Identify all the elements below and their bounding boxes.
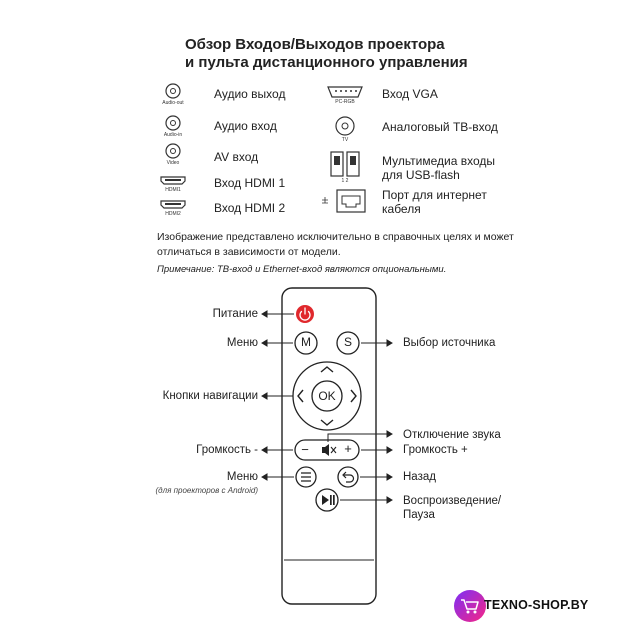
port-tiny-label: HDMI2: [165, 211, 181, 217]
port-label: Аудио вход: [214, 119, 277, 133]
ok-button: [311, 380, 343, 412]
back-button[interactable]: [337, 466, 359, 488]
hdmi-port-icon: [160, 176, 186, 185]
power-icon: [299, 310, 311, 321]
mute-icon: [322, 444, 337, 456]
menu-button-label: M: [301, 335, 311, 349]
port-label: Аналоговый ТВ-вход: [382, 120, 498, 134]
port-tiny-label: 1 2: [341, 178, 349, 184]
callout-power: Питание: [212, 308, 258, 320]
navigation-pad[interactable]: [292, 361, 362, 431]
title-line-1: Обзор Входов/Выходов проектора: [185, 36, 445, 53]
vga-port-icon: [327, 86, 363, 98]
callout-arrows: [261, 310, 393, 504]
cart-icon: [461, 599, 479, 610]
callout-play-pause: Воспроизведение/ Пауза: [403, 494, 501, 522]
tv-antenna-port-icon: [335, 116, 355, 136]
callout-source: Выбор источника: [403, 337, 496, 349]
callout-mute: Отключение звука: [403, 429, 501, 441]
source-button[interactable]: [336, 331, 360, 355]
hdmi-port-icon: [160, 200, 186, 209]
arrow-down-icon: [320, 419, 334, 426]
source-button-label: S: [343, 335, 352, 349]
back-arrow-icon: [344, 474, 355, 483]
callout-menu-android-note: (для проекторов с Android): [155, 486, 259, 495]
arrow-left-icon: [297, 389, 304, 403]
remark: Примечание: ТВ-вход и Ethernet-вход явля…: [157, 264, 447, 275]
disclaimer-line: отличаться в зависимости от модели.: [157, 246, 341, 258]
port-label: AV вход: [214, 150, 259, 164]
port-tiny-label: PC-RGB: [335, 99, 355, 105]
callout-line: Пауза: [403, 509, 435, 521]
ok-button-label: OK: [318, 389, 336, 403]
port-label: Вход HDMI 2: [214, 201, 286, 215]
disclaimer-line: Изображение представлено исключительно в…: [157, 231, 514, 243]
volume-up-button[interactable]: +: [344, 441, 352, 456]
port-label-line: Порт для интернет: [382, 188, 487, 202]
audio-jack-icon: [165, 115, 181, 131]
callout-back: Назад: [403, 471, 436, 483]
callout-navigation: Кнопки навигации: [162, 390, 258, 402]
port-label: Аудио выход: [214, 87, 286, 101]
callout-volume-down: Громкость -: [196, 444, 258, 456]
port-tiny-label: HDMI1: [165, 187, 181, 193]
play-pause-icon: [322, 495, 329, 505]
callout-volume-up: Громкость +: [403, 444, 468, 456]
brand-logo: [454, 590, 486, 622]
arrow-up-icon: [320, 366, 334, 373]
port-tiny-label: TV: [341, 137, 349, 143]
port-tiny-label: Audio-in: [163, 132, 183, 138]
port-tiny-label: Video: [166, 160, 180, 166]
ethernet-port-icon: [322, 189, 366, 213]
disclaimer: Изображение представлено исключительно в…: [157, 230, 517, 260]
arrow-right-icon: [350, 389, 357, 403]
port-label-line: кабеля: [382, 202, 421, 216]
port-label-line: для USB-flash: [382, 168, 460, 182]
usb-port-icon: [330, 151, 360, 177]
volume-down-button[interactable]: −: [301, 442, 309, 457]
video-jack-icon: [165, 143, 181, 159]
power-button[interactable]: [296, 305, 314, 323]
hamburger-icon: [301, 472, 311, 482]
title-line-2: и пульта дистанционного управления: [185, 54, 468, 71]
port-label: Мультимедиа входы для USB-flash: [382, 154, 495, 182]
callout-menu: Меню: [226, 337, 258, 349]
port-tiny-label: Audio-out: [162, 100, 184, 106]
callout-line: Воспроизведение/: [403, 495, 502, 507]
menu-button[interactable]: [294, 331, 318, 355]
page-title: Обзор Входов/Выходов проектора и пульта …: [185, 36, 468, 72]
port-label: Вход VGA: [382, 87, 438, 101]
brand-name: TEXNO-SHOP.BY: [484, 598, 589, 612]
port-label: Порт для интернет кабеля: [382, 188, 487, 216]
callout-menu-android: Меню: [226, 471, 258, 483]
port-label-line: Мультимедиа входы: [382, 154, 496, 168]
port-label: Вход HDMI 1: [214, 176, 286, 190]
volume-rocker[interactable]: [294, 439, 360, 461]
android-menu-button[interactable]: [295, 466, 317, 488]
play-pause-button[interactable]: [315, 488, 339, 512]
audio-jack-icon: [165, 83, 181, 99]
